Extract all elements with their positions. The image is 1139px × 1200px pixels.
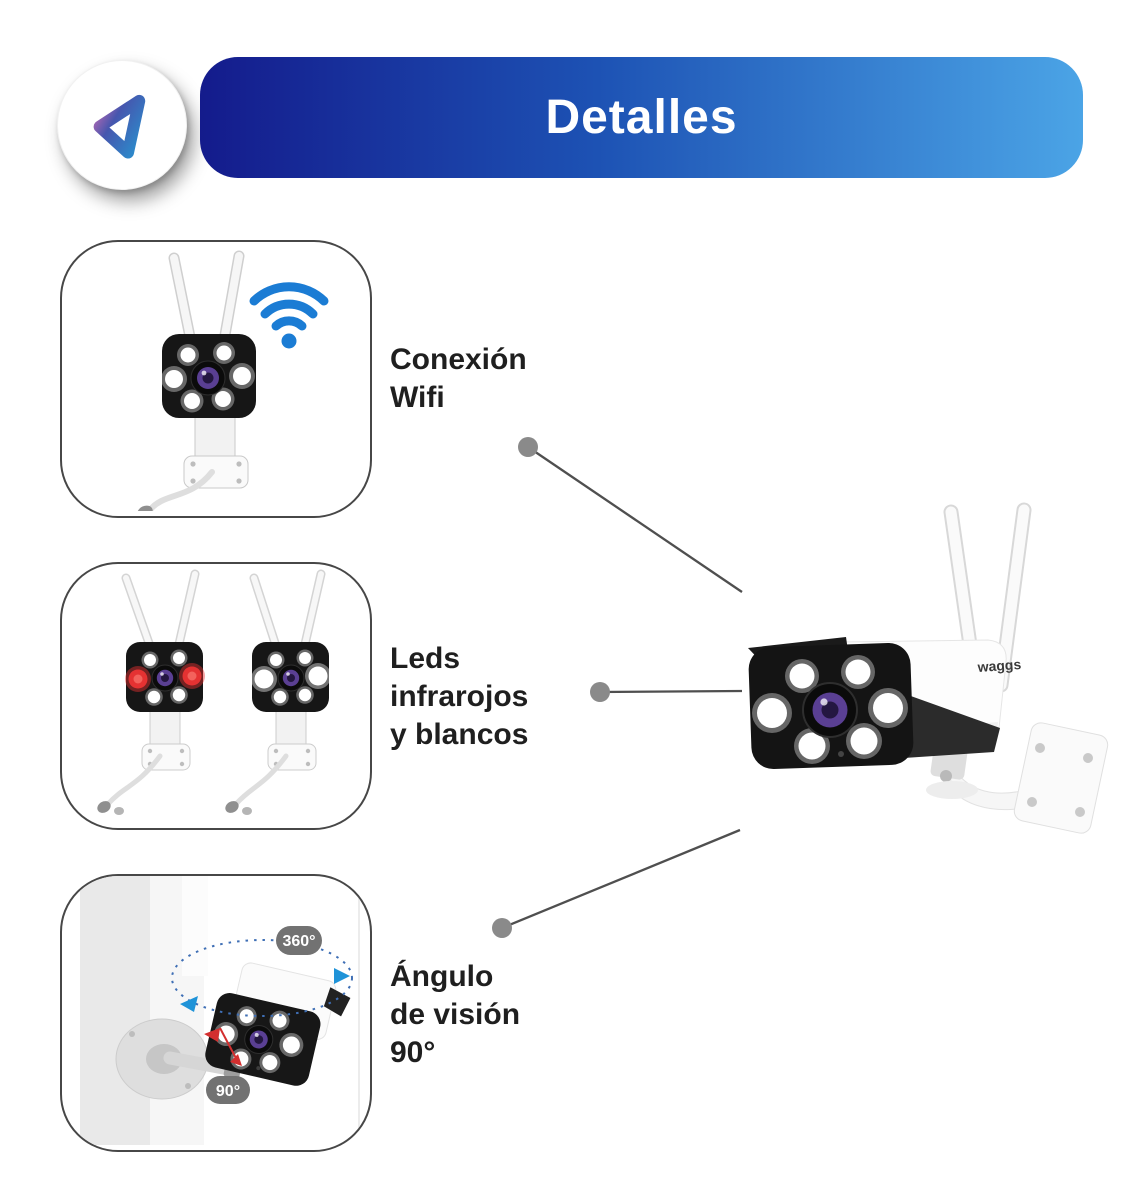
product-camera-render: waggs bbox=[748, 502, 1109, 834]
label-line: Ángulo bbox=[390, 960, 494, 993]
label-line: Wifi bbox=[390, 381, 445, 414]
angle-arrows bbox=[204, 1027, 242, 1066]
camera-face bbox=[161, 334, 256, 418]
connector-leds bbox=[590, 682, 743, 702]
header-bar: Detalles bbox=[200, 57, 1083, 178]
angle-badge: 90° bbox=[206, 1076, 250, 1104]
label-line: de visión bbox=[390, 998, 521, 1031]
connector-wifi bbox=[518, 437, 743, 593]
feature-label-angle: Ángulo de visión 90° bbox=[390, 958, 520, 1072]
product-face bbox=[748, 642, 914, 770]
product-wall-bracket bbox=[926, 722, 1109, 834]
wall-surface bbox=[80, 876, 360, 1145]
rotation-badge: 360° bbox=[276, 926, 322, 955]
page-title: Detalles bbox=[545, 91, 738, 144]
camera-lens bbox=[190, 360, 226, 396]
camera-white-leds bbox=[225, 569, 331, 815]
rotation-arrow-left bbox=[180, 996, 198, 1012]
product-leds bbox=[752, 655, 908, 764]
feature-box-wifi bbox=[60, 240, 372, 518]
wifi-icon bbox=[249, 282, 329, 349]
product-lens bbox=[802, 682, 858, 738]
wifi-camera-illustration bbox=[137, 250, 329, 511]
infrared-leds bbox=[125, 663, 205, 692]
camera-infrared bbox=[97, 569, 205, 815]
camera-leds bbox=[161, 342, 255, 413]
product-brand-label: waggs bbox=[976, 656, 1022, 675]
camera-antennas bbox=[168, 250, 245, 343]
brand-logo-badge bbox=[57, 60, 187, 190]
label-line: Leds bbox=[390, 642, 461, 675]
label-line: Conexión bbox=[390, 343, 527, 376]
wall-mount bbox=[115, 1018, 243, 1100]
leds-cameras-illustration bbox=[97, 569, 331, 815]
camera-bracket bbox=[137, 409, 249, 511]
rotation-path bbox=[171, 939, 353, 1017]
feature-label-wifi: Conexión Wifi bbox=[390, 341, 527, 417]
label-line: 90° bbox=[390, 1036, 436, 1069]
angle-badge-label: 90° bbox=[216, 1083, 240, 1100]
product-mic-hole bbox=[838, 751, 844, 757]
label-line: y blancos bbox=[390, 718, 529, 751]
label-line: infrarojos bbox=[390, 680, 529, 713]
rotation-badge-label: 360° bbox=[282, 933, 315, 950]
feature-label-leds: Leds infrarojos y blancos bbox=[390, 640, 528, 754]
angle-camera-illustration: 360° 90° bbox=[80, 876, 360, 1145]
feature-box-angle: 360° 90° bbox=[60, 874, 372, 1152]
feature-box-leds bbox=[60, 562, 372, 830]
connector-angle bbox=[492, 828, 741, 938]
angled-camera bbox=[205, 962, 351, 1086]
rotation-arrow-right bbox=[334, 968, 350, 984]
brand-arrow-icon bbox=[93, 94, 146, 159]
